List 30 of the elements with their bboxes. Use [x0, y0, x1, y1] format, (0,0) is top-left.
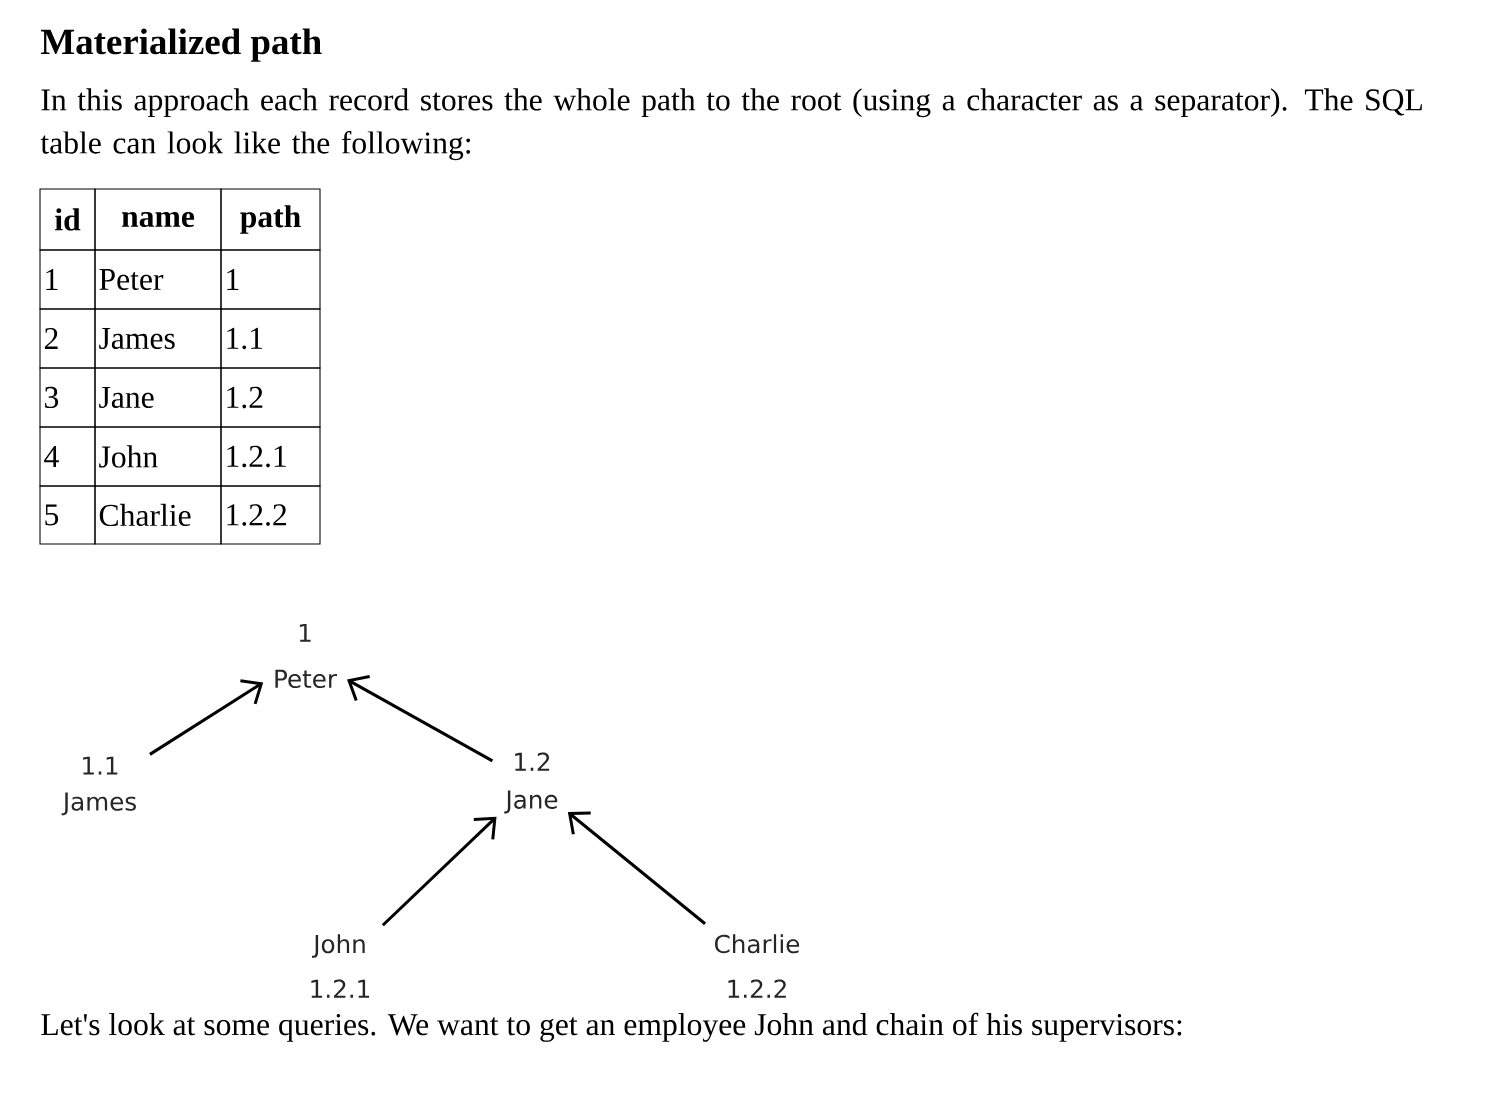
- table-cell: 3: [39, 367, 96, 428]
- table-cell: name: [94, 188, 222, 251]
- tree-node-label: 1 Peter: [275, 623, 337, 689]
- table-cell: 5: [39, 485, 96, 545]
- table-cell: 2: [39, 308, 96, 369]
- paragraph: In this approach each record stores the whole path to the root (using a character as a separator). The SQL table can look like the following:: [40, 88, 1422, 161]
- table-cell: 1.2.1: [220, 426, 321, 487]
- table-cell: id: [39, 188, 96, 251]
- table-cell: Jane: [94, 367, 222, 428]
- arrow: [347, 674, 494, 763]
- tree-node-label: John 1.2.1: [311, 934, 370, 998]
- table-cell: Peter: [94, 249, 222, 310]
- table-cell: 1.2.2: [220, 485, 321, 545]
- heading: Materialized path: [41, 28, 322, 62]
- table-cell: 4: [39, 426, 96, 487]
- table-cell: path: [220, 188, 321, 251]
- arrow: [381, 816, 497, 927]
- table-cell: John: [94, 426, 222, 487]
- table-cell: Charlie: [94, 485, 222, 545]
- table-cell: 1: [220, 249, 321, 310]
- tree-node-label: 1.1 James: [61, 756, 136, 816]
- paragraph: Let's look at some queries. We want to get an employee John and chain of his supervisors:: [41, 1012, 1182, 1042]
- table-cell: 1.1: [220, 308, 321, 369]
- tree-node-label: Charlie 1.2.2: [715, 934, 800, 998]
- tree-node-label: 1.2 Jane: [504, 752, 558, 814]
- table-cell: 1.2: [220, 367, 321, 428]
- table-cell: James: [94, 308, 222, 369]
- table-cell: 1: [39, 249, 96, 310]
- arrow: [149, 679, 264, 756]
- arrow: [567, 811, 706, 925]
